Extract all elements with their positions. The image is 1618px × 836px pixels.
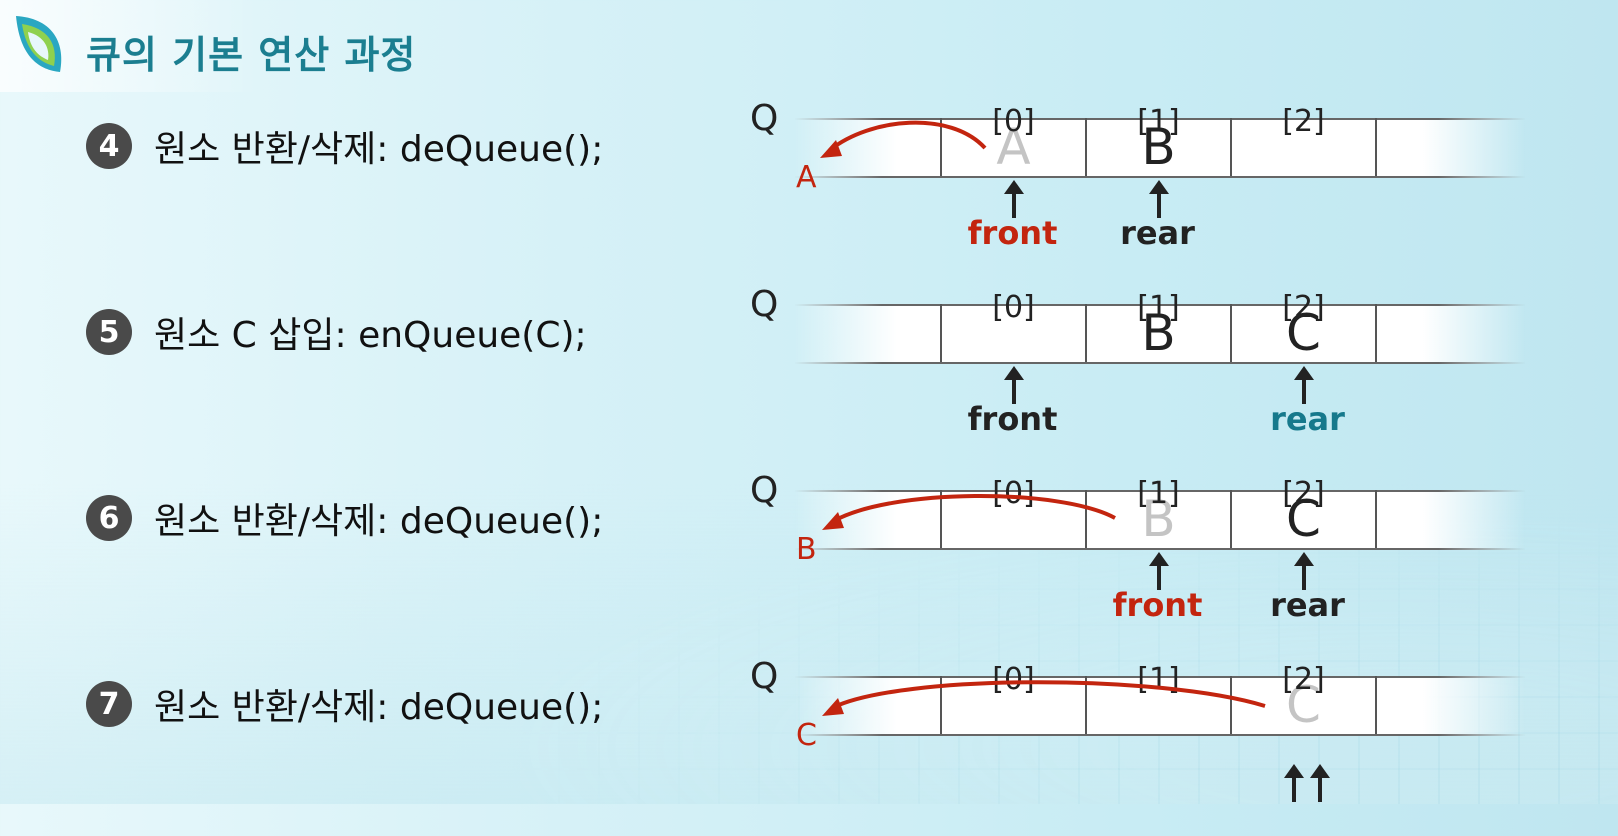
step-5: 5 원소 C 삽입: enQueue(C);	[86, 304, 587, 360]
background-texture	[520, 520, 1618, 804]
queue-cell-1: [1]	[1085, 662, 1230, 734]
rear-pointer-arrow	[1294, 366, 1314, 404]
queue-cell-2: [2] C	[1230, 476, 1375, 548]
queue-cell-0: [0]	[940, 662, 1085, 734]
index-label-2: [2]	[1282, 290, 1325, 325]
rear-pointer-label: rear	[1120, 214, 1195, 252]
queue-bar	[795, 304, 1525, 364]
index-label-2: [2]	[1282, 662, 1325, 697]
cell-value: B	[1141, 118, 1176, 176]
queue-label: Q	[750, 284, 779, 325]
index-label-0: [0]	[992, 476, 1035, 511]
queue-cell-2: [2]	[1230, 104, 1375, 176]
queue-cell-2: [2] C	[1230, 290, 1375, 362]
rear-pointer-label: rear	[1270, 586, 1345, 624]
step-description: 원소 반환/삭제: deQueue();	[154, 501, 604, 542]
front-pointer-label: front	[967, 214, 1058, 252]
queue-diagram-step-4: Q [0] A [1] B [2] A front rear	[740, 88, 1560, 278]
dequeue-arrow	[822, 494, 1116, 530]
queue-cell-1: [1] B	[1085, 290, 1230, 362]
index-label-0: [0]	[992, 104, 1035, 139]
index-label-1: [1]	[1137, 104, 1180, 139]
index-label-0: [0]	[992, 662, 1035, 697]
step-7: 7 원소 반환/삭제: deQueue();	[86, 676, 603, 732]
step-number-badge: 6	[86, 495, 132, 541]
queue-label: Q	[750, 656, 779, 697]
dequeue-arrow	[820, 120, 987, 158]
index-label-1: [1]	[1137, 662, 1180, 697]
step-4: 4 원소 반환/삭제: deQueue();	[86, 118, 603, 174]
rear-pointer-arrow	[1294, 552, 1314, 590]
cell-value: B	[1141, 490, 1176, 548]
queue-diagram-step-6: Q [0] [1] B [2] C B front rear	[740, 460, 1560, 650]
step-number-badge: 4	[86, 123, 132, 169]
front-pointer-label: front	[1112, 586, 1203, 624]
dequeue-arrow	[822, 680, 1266, 716]
cell-value: B	[1141, 304, 1176, 362]
index-label-0: [0]	[992, 290, 1035, 325]
page-title: 큐의 기본 연산 과정	[86, 33, 417, 77]
step-description: 원소 반환/삭제: deQueue();	[154, 129, 604, 170]
cell-value: A	[996, 118, 1031, 176]
queue-cell-0: [0]	[940, 476, 1085, 548]
removed-element: C	[796, 718, 817, 753]
front-pointer-arrow	[1284, 764, 1304, 802]
front-pointer-arrow	[1149, 552, 1169, 590]
queue-cell-1: [1] B	[1085, 104, 1230, 176]
rear-pointer-arrow	[1149, 180, 1169, 218]
queue-cell-2: [2] C	[1230, 662, 1375, 734]
step-number-badge: 5	[86, 309, 132, 355]
leaf-logo-icon	[16, 16, 62, 72]
queue-cell-border	[1375, 676, 1377, 734]
front-pointer-label: front	[967, 400, 1058, 438]
queue-label: Q	[750, 470, 779, 511]
queue-cell-border	[1375, 118, 1377, 176]
removed-element: A	[796, 160, 817, 195]
cell-value: C	[1286, 304, 1321, 362]
step-number-badge: 7	[86, 681, 132, 727]
index-label-2: [2]	[1282, 476, 1325, 511]
index-label-2: [2]	[1282, 104, 1325, 139]
queue-cell-border	[1375, 304, 1377, 362]
queue-cell-border	[1375, 490, 1377, 548]
step-description: 원소 C 삽입: enQueue(C);	[154, 315, 587, 356]
queue-cell-1: [1] B	[1085, 476, 1230, 548]
rear-pointer-label: rear	[1270, 400, 1345, 438]
queue-cell-0: [0] A	[940, 104, 1085, 176]
queue-bar	[795, 118, 1525, 178]
index-label-1: [1]	[1137, 476, 1180, 511]
cell-value: C	[1286, 676, 1321, 734]
step-6: 6 원소 반환/삭제: deQueue();	[86, 490, 603, 546]
step-description: 원소 반환/삭제: deQueue();	[154, 687, 604, 728]
queue-label: Q	[750, 98, 779, 139]
index-label-1: [1]	[1137, 290, 1180, 325]
queue-diagram-step-5: Q [0] [1] B [2] C front rear	[740, 274, 1560, 464]
front-pointer-arrow	[1004, 366, 1024, 404]
cell-value: C	[1286, 490, 1321, 548]
queue-cell-0: [0]	[940, 290, 1085, 362]
rear-pointer-arrow	[1310, 764, 1330, 802]
removed-element: B	[796, 532, 817, 567]
queue-diagram-step-7: Q [0] [1] [2] C C	[740, 646, 1560, 836]
front-pointer-arrow	[1004, 180, 1024, 218]
